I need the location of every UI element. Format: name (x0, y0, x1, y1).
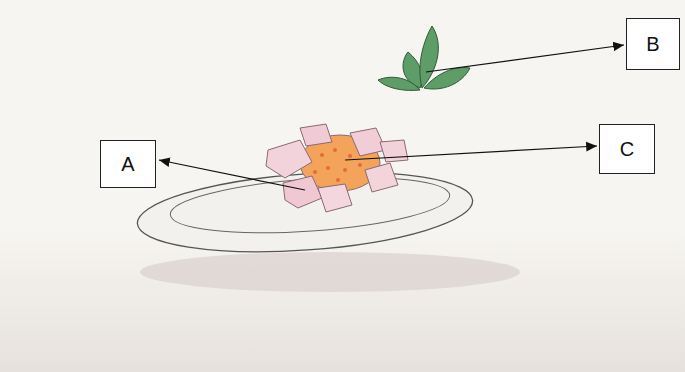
leader-line (345, 146, 597, 160)
plate-shadow (140, 252, 520, 292)
leader-line (426, 45, 624, 72)
label-box: C (599, 124, 655, 174)
callout-letter: B (646, 33, 659, 56)
callout-letter: C (620, 138, 634, 161)
mint-leaves (378, 26, 470, 90)
dessert (266, 124, 408, 212)
plate (135, 162, 475, 261)
label-box: B (626, 18, 680, 70)
table-shade (0, 230, 685, 372)
leader-line (159, 160, 305, 190)
callout-letter: A (121, 153, 134, 176)
label-box: A (100, 140, 156, 188)
